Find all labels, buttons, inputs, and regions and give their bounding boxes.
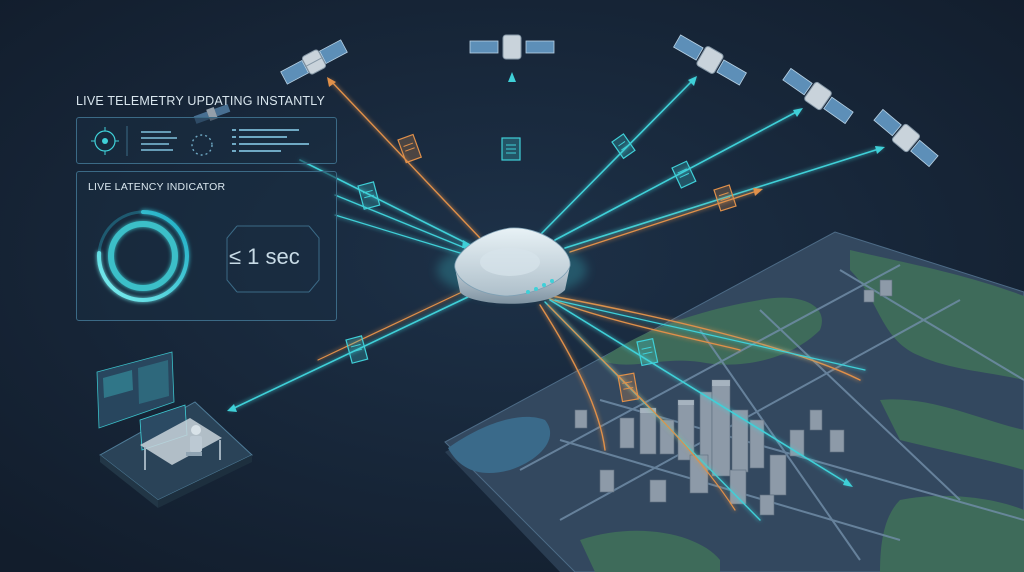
water-region — [448, 416, 551, 474]
land-region — [580, 530, 720, 572]
link-workstation-hub — [317, 291, 463, 361]
arrowhead-icon — [793, 108, 803, 117]
data-packet-icon — [397, 133, 423, 164]
link-satellite-hub — [539, 77, 696, 236]
link-panel-hub — [334, 194, 471, 251]
link-hub-tractor — [539, 304, 606, 451]
workstation-desk-icon — [96, 351, 253, 508]
data-stream-lines — [141, 131, 177, 151]
city-buildings — [574, 279, 893, 516]
link-hub-car — [551, 295, 861, 381]
arrowhead-icon — [753, 188, 763, 196]
latency-gauge-inner-ring — [108, 221, 178, 291]
link-hub-city — [547, 304, 736, 511]
data-packet-icon — [501, 137, 521, 161]
land-region — [880, 399, 1024, 470]
arrowhead-icon — [843, 478, 853, 487]
telemetry-title: LIVE TELEMETRY UPDATING INSTANTLY — [76, 94, 326, 108]
satellite-icon — [873, 108, 939, 168]
status-leds — [526, 279, 554, 294]
arrowhead-icon — [327, 77, 336, 87]
telemetry-panel — [76, 117, 337, 164]
telemetry-panel-graphics — [91, 126, 309, 156]
latency-value: ≤ 1 sec — [229, 244, 300, 269]
latency-panel — [76, 171, 337, 321]
arrowhead-icon — [508, 72, 516, 82]
data-packet-icon — [617, 372, 639, 403]
latency-gauge-outer-ring — [97, 210, 189, 302]
link-satellite-hub — [564, 147, 883, 249]
data-packet-icon — [713, 184, 737, 212]
router-hub-icon — [437, 227, 587, 304]
data-packet-icon — [345, 335, 369, 364]
city-map-platform — [444, 231, 1024, 572]
telemetry-readout-lines — [232, 129, 309, 152]
satellites — [193, 34, 939, 168]
data-packets — [345, 133, 737, 403]
latency-panel-graphics — [97, 210, 320, 302]
data-packet-icon — [611, 133, 636, 160]
latency-title: LIVE LATENCY INDICATOR — [88, 181, 226, 193]
link-hub-van — [549, 299, 851, 486]
satellite-icon — [782, 67, 854, 125]
link-hub-car — [554, 299, 866, 371]
arrowhead-icon — [688, 76, 697, 86]
loading-spinner-icon — [191, 134, 213, 156]
data-packet-icon — [636, 337, 659, 367]
satellite-icon — [280, 39, 348, 85]
data-packet-icon — [357, 181, 381, 210]
link-satellite-hub — [569, 189, 761, 253]
building-rooftops — [640, 380, 730, 413]
link-hub-combine — [547, 297, 741, 351]
link-satellite-hub — [554, 109, 801, 241]
link-panel-hub — [334, 214, 471, 257]
data-packet-icon — [671, 160, 697, 189]
land-region — [850, 250, 1024, 380]
arrowhead-icon — [875, 146, 885, 154]
arrowhead-icon — [227, 404, 237, 412]
satellite-icon — [469, 34, 555, 60]
land-region — [880, 495, 1024, 572]
satellite-icon — [673, 34, 747, 86]
